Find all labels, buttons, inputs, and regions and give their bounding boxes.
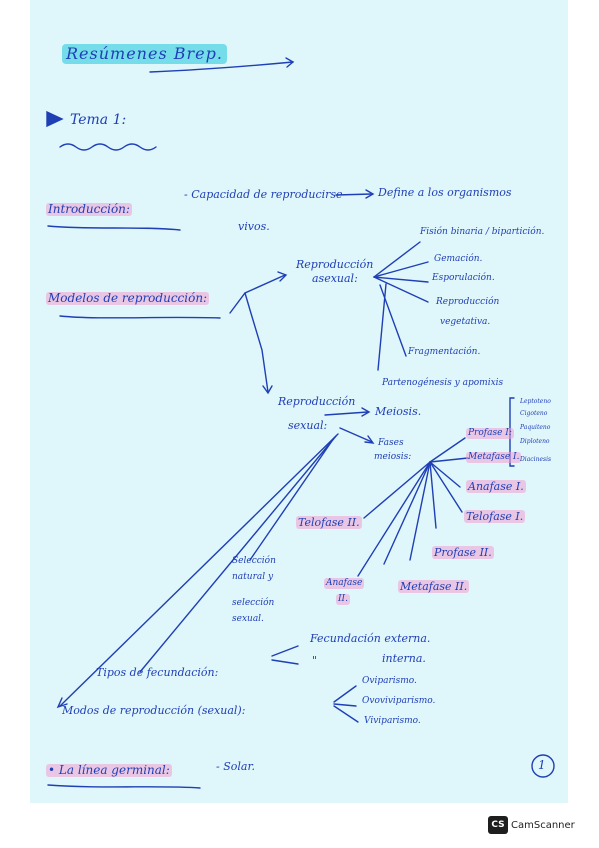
camscanner-logo-icon: CS	[488, 816, 508, 834]
arrow-fragmentacion	[379, 284, 407, 357]
arrow-modos	[59, 433, 339, 707]
phase-label: Telofase I.	[464, 510, 526, 523]
fecundacion-item: interna.	[382, 652, 426, 665]
seleccion-text: sexual.	[232, 614, 264, 624]
phase-label: Metafase I.	[466, 452, 522, 463]
seleccion-text: selección	[232, 598, 275, 608]
sexual-label-2: sexual:	[288, 419, 328, 432]
page-number: 1	[538, 758, 546, 772]
profase-subphase: Paquiteno	[520, 424, 551, 431]
arrow-to-sexual	[244, 292, 269, 393]
camscanner-text: CamScanner	[511, 819, 575, 831]
notebook-page	[30, 0, 568, 803]
fecundacion-ditto: "	[312, 654, 318, 667]
phase-label: Profase I:	[466, 428, 514, 439]
title-arrow-head	[285, 57, 295, 68]
asexual-label: Reproducción	[296, 258, 374, 271]
arrow-meiosis	[324, 411, 369, 416]
intro-label: Introducción:	[46, 202, 132, 216]
intro-text-3: vivos.	[238, 220, 270, 233]
asexual-item: Fragmentación.	[408, 347, 481, 357]
arrow-fases	[339, 427, 373, 443]
camscanner-watermark: CS CamScanner	[488, 816, 575, 834]
page-title: Resúmenes Brep.	[62, 44, 227, 64]
asexual-item: Fisión binaria / bipartición.	[420, 227, 545, 237]
profase-subphase: Diacinesis	[520, 456, 552, 463]
modelos-underline	[59, 315, 221, 319]
asexual-item: Esporulación.	[432, 273, 495, 283]
fases-label-2: meiosis:	[374, 452, 412, 462]
profase-subphase: Cigoteno	[520, 410, 548, 417]
intro-text-2: Define a los organismos	[378, 186, 512, 199]
phase-label: Metafase II.	[398, 580, 470, 593]
intro-text: - Capacidad de reproducirse	[184, 188, 343, 201]
modelos-label: Modelos de reproducción:	[46, 291, 210, 305]
profase-subphase: Leptoteno	[520, 398, 551, 405]
title-arrow	[149, 61, 294, 73]
asexual-item: vegetativa.	[440, 317, 491, 327]
asexual-label-2: asexual:	[312, 272, 358, 285]
asexual-item: Gemación.	[434, 254, 483, 264]
tema-marker	[46, 110, 64, 128]
section-heading: Tema 1:	[70, 112, 127, 128]
arrow-fecundacion	[139, 435, 337, 673]
linea-label: • La línea germinal:	[46, 763, 172, 777]
fecundacion-label: Tipos de fecundación:	[96, 666, 219, 679]
fecundacion-item: Fecundación externa.	[310, 632, 431, 645]
sexual-label: Reproducción	[278, 395, 356, 408]
modos-item: Oviparismo.	[362, 676, 417, 686]
profase-subphase: Diploteno	[520, 438, 550, 445]
arrow-partenogenesis	[377, 283, 387, 371]
linea-text: - Solar.	[216, 760, 255, 773]
modos-item: Ovoviviparismo.	[362, 696, 436, 706]
fases-label: Fases	[378, 438, 404, 448]
intro-arrow	[335, 193, 373, 196]
page-number-circle	[531, 754, 555, 778]
arrow-fision	[373, 241, 421, 278]
arrow-seleccion	[249, 437, 335, 561]
arrow-profase1	[429, 437, 466, 463]
modos-label: Modos de reproducción (sexual):	[62, 704, 246, 717]
intro-underline	[47, 225, 181, 231]
phase-label: Anafase I.	[466, 480, 526, 493]
phase-label: II.	[336, 594, 350, 605]
arrow-externa	[271, 645, 299, 657]
phase-label: Anafase	[324, 578, 365, 589]
tema-squiggle	[59, 143, 157, 151]
modos-item: Viviparismo.	[364, 716, 421, 726]
asexual-item: Reproducción	[436, 297, 500, 307]
phase-label: Telofase II.	[296, 516, 362, 529]
arrow-interna	[271, 659, 299, 665]
meiosis-label: Meiosis.	[375, 405, 422, 418]
arrow-to-asexual	[229, 274, 286, 314]
seleccion-text: Selección	[232, 556, 276, 566]
linea-underline	[47, 784, 201, 789]
arrow-oviparismo	[333, 685, 357, 703]
seleccion-text: natural y	[232, 572, 274, 582]
partenogenesis-label: Partenogénesis y apomixis	[382, 378, 504, 388]
phase-label: Profase II.	[432, 546, 494, 559]
